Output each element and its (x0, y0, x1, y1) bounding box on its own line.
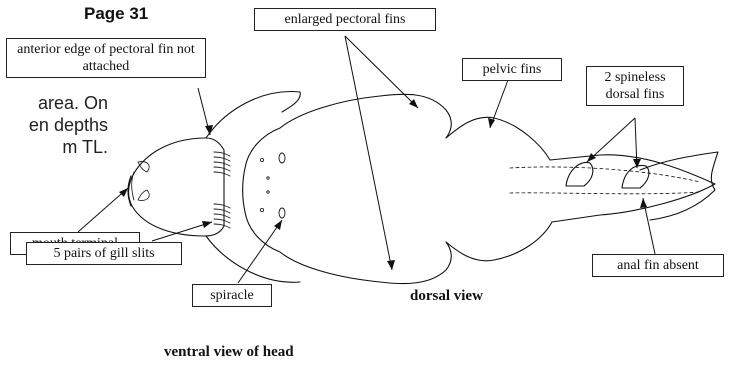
gill-slits-lower (214, 204, 230, 228)
label-pectoral-edge: anterior edge of pectoral fin not attach… (6, 38, 206, 78)
page-number: Page 31 (84, 4, 148, 24)
arrowhead-gill (202, 221, 212, 228)
label-gill-slits: 5 pairs of gill slits (26, 242, 182, 265)
background-text-line-2: en depths (0, 114, 108, 136)
ventral-pectoral-upper (206, 92, 300, 138)
ventral-head-outline (129, 138, 224, 236)
arrow-enlarged-pectoral-2 (345, 36, 392, 270)
caption-dorsal-view: dorsal view (410, 288, 483, 305)
label-anal-fin-absent: anal fin absent (592, 254, 724, 277)
caudal-fin (640, 152, 718, 220)
arrowhead-pelvic (488, 118, 495, 128)
ventral-pectoral-lower (206, 236, 300, 282)
arrowhead-enlarged-2 (387, 260, 395, 270)
background-text-line-3: m TL. (0, 136, 108, 158)
arrow-mouth (78, 188, 128, 232)
caption-ventral-view: ventral view of head (164, 344, 294, 361)
background-text-line-1: area. On (0, 92, 108, 114)
arrow-gill (152, 222, 212, 241)
second-dorsal-fin (622, 165, 649, 188)
label-pelvic-fins: pelvic fins (462, 58, 562, 81)
first-dorsal-fin (566, 162, 593, 186)
arrowhead-spiracle (274, 220, 282, 230)
label-dorsal-fins: 2 spineless dorsal fins (586, 66, 684, 106)
arrowhead-mouth (119, 188, 128, 197)
label-spiracle: spiracle (192, 284, 272, 307)
arrow-spiracle (238, 220, 282, 283)
arrow-enlarged-pectoral-1 (345, 36, 418, 108)
gill-slits-upper (214, 152, 230, 176)
arrowhead-anal-fin (640, 198, 647, 208)
label-enlarged-pectoral-fins: enlarged pectoral fins (254, 8, 436, 31)
